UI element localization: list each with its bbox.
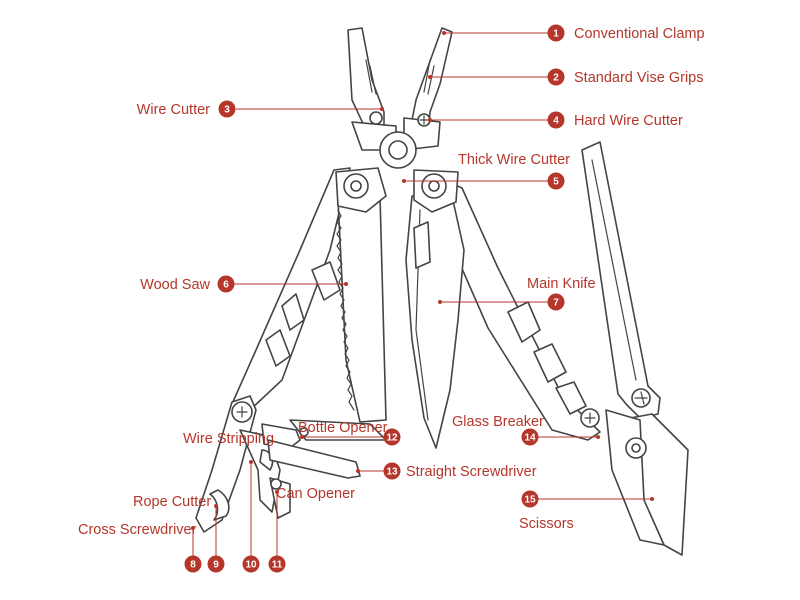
callout-badge-2: 2 [547,68,565,86]
callout-labels: Conventional Clamp Standard Vise Grips W… [78,26,705,538]
label-main-knife: Main Knife [527,276,596,292]
left-handle-illustration [231,167,351,411]
svg-text:6: 6 [223,280,229,291]
lower-tools-illustration [195,395,387,533]
scissors-illustration [581,141,689,556]
main-knife-illustration [405,195,465,449]
callout-badge-1: 1 [547,24,565,42]
label-wire-stripping: Wire Stripping [183,431,274,447]
callout-badge-9: 9 [207,555,225,573]
wood-saw-illustration [336,195,387,423]
label-wood-saw: Wood Saw [140,277,210,293]
svg-text:14: 14 [524,433,536,444]
svg-text:10: 10 [245,560,257,571]
label-can-opener: Can Opener [276,486,355,502]
right-handle-illustration [439,177,601,441]
svg-text:9: 9 [213,560,219,571]
label-scissors: Scissors [519,516,574,532]
callout-badge-11: 11 [268,555,286,573]
callout-badge-13: 13 [383,462,401,480]
callout-badges: 1 2 3 4 5 6 7 8 [184,24,565,573]
label-rope-cutter: Rope Cutter [133,494,211,510]
leader-end-dots [191,31,654,530]
callout-badge-4: 4 [547,111,565,129]
svg-text:11: 11 [272,560,283,571]
callout-badge-8: 8 [184,555,202,573]
callout-badge-6: 6 [217,275,235,293]
callout-badge-14: 14 [521,428,539,446]
svg-text:5: 5 [553,177,559,188]
label-cross-screwdriver: Cross Screwdriver [78,522,197,538]
callout-badge-10: 10 [242,555,260,573]
callout-badge-5: 5 [547,172,565,190]
svg-text:1: 1 [553,29,559,40]
svg-text:13: 13 [386,467,398,478]
svg-text:12: 12 [386,433,398,444]
pivot-bolts-illustration [335,167,459,213]
svg-text:15: 15 [524,495,536,506]
label-conventional-clamp: Conventional Clamp [574,26,705,42]
label-bottle-opener: Bottle Opener [298,420,388,436]
svg-text:8: 8 [190,560,196,571]
label-straight-screwdriver: Straight Screwdriver [406,464,537,480]
callout-badge-7: 7 [547,293,565,311]
multitool-illustration [195,27,689,556]
pliers-jaws-illustration [347,27,453,169]
label-hard-wire-cutter: Hard Wire Cutter [574,113,683,129]
svg-text:2: 2 [553,73,559,84]
svg-text:3: 3 [224,105,230,116]
label-glass-breaker: Glass Breaker [452,414,544,430]
label-standard-vise-grips: Standard Vise Grips [574,70,704,86]
callout-badge-15: 15 [521,490,539,508]
callout-badge-3: 3 [218,100,236,118]
svg-text:4: 4 [553,116,559,127]
label-thick-wire-cutter: Thick Wire Cutter [458,152,570,168]
svg-text:7: 7 [553,298,559,309]
label-wire-cutter: Wire Cutter [137,102,210,118]
callout-badge-12: 12 [383,428,401,446]
